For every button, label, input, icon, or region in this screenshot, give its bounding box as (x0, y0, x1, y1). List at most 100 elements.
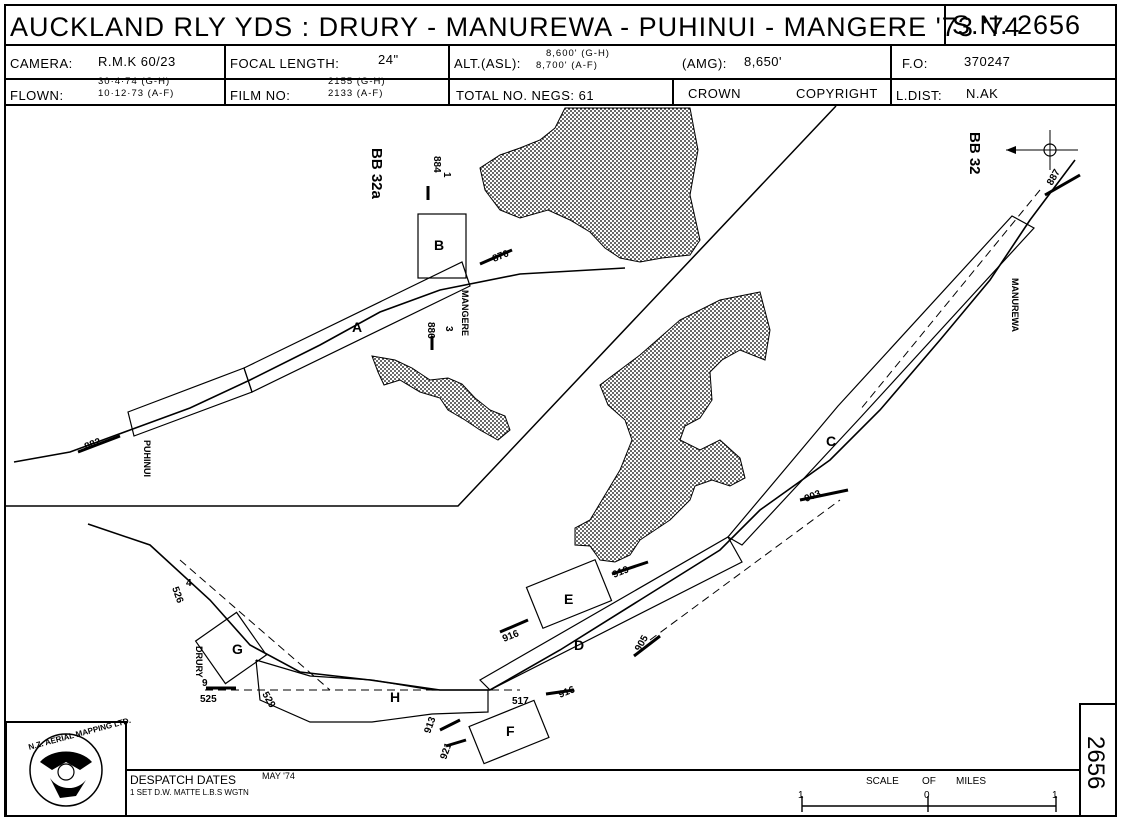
camera-value: R.M.K 60/23 (98, 54, 176, 69)
fo-label: F.O: (902, 56, 928, 71)
run-label-f: F (506, 723, 515, 739)
header-rule-1 (6, 44, 1116, 46)
place-mangere: MANGERE (460, 290, 470, 336)
scale-miles-label: MILES (956, 776, 986, 787)
inset-boundary (6, 105, 837, 507)
north-arrow-icon (1006, 130, 1078, 170)
photo-no-4: 4 (186, 578, 192, 589)
water-area-south (574, 291, 771, 563)
flown-label: FLOWN: (10, 88, 64, 103)
amg-label: (AMG): (682, 56, 727, 71)
photo-frame-f (468, 699, 550, 765)
header-rule-3 (6, 104, 1116, 106)
scale-tick-1a: 1 (798, 790, 804, 801)
railway-line-main (87, 159, 1076, 691)
run-label-g: G (232, 641, 243, 657)
despatch-line2: 1 SET D.W. MATTE L.B.S WGTN (130, 788, 249, 797)
photo-frame-c (727, 215, 1035, 546)
water-area-north (479, 107, 701, 263)
flight-line-c (859, 189, 1041, 411)
scale-of-label: OF (922, 776, 936, 787)
focal-value: 24" (378, 52, 399, 67)
col-divider-1 (224, 44, 226, 106)
run-label-c: C (826, 433, 836, 449)
photo-no-9: 9 (202, 678, 208, 689)
photo-no-903: 903 (803, 488, 823, 505)
flown-value-1: 30·4·74 (G-H) (98, 76, 171, 87)
scale-tick-1b: 1 (1052, 790, 1058, 801)
photo-no-916b: 916 (557, 684, 577, 701)
header-block: AUCKLAND RLY YDS : DRURY - MANUREWA - PU… (6, 6, 1116, 106)
photo-frame-a1 (127, 367, 253, 437)
photo-frame-e (525, 558, 613, 630)
col-divider-2 (448, 44, 450, 106)
photo-no-886: 886 (425, 322, 436, 339)
copyright-label: COPYRIGHT (796, 86, 878, 101)
photo-numbers: 884 1 870 886 3 882 887 903 919 916 905 … (83, 156, 1063, 761)
fo-value: 370247 (964, 54, 1011, 69)
photo-no-884: 884 (431, 156, 442, 173)
flown-value-2: 10·12·73 (A-F) (98, 88, 175, 99)
camera-label: CAMERA: (10, 56, 73, 71)
col-divider-4 (890, 44, 892, 106)
photo-frame-d (479, 536, 743, 691)
photo-frame-a2 (243, 261, 471, 393)
railway-line-inset (13, 267, 626, 463)
focal-label: FOCAL LENGTH: (230, 56, 340, 71)
flight-line-g (179, 559, 331, 691)
despatch-label: DESPATCH DATES (130, 773, 236, 787)
map-frame (4, 4, 1117, 817)
run-label-d: D (574, 637, 584, 653)
sheet-ref-left: BB 32a (368, 148, 385, 200)
run-label-b: B (434, 237, 444, 253)
flight-line-d (649, 499, 841, 641)
map-title: AUCKLAND RLY YDS : DRURY - MANUREWA - PU… (10, 12, 1021, 42)
photo-no-3: 3 (443, 326, 454, 332)
photo-frame-g (194, 611, 268, 685)
sheet-number: 2656 (1082, 736, 1109, 789)
photo-no-913: 913 (422, 715, 438, 735)
alt-value-2: 8,700' (A-F) (536, 60, 598, 71)
place-puhinui: PUHINUI (142, 440, 152, 477)
total-negs: TOTAL NO. NEGS: 61 (456, 88, 595, 103)
sheet-refs: BB 32a BB 32 (368, 132, 983, 200)
photo-no-517: 517 (512, 696, 529, 707)
alt-label: ALT.(ASL): (454, 56, 521, 71)
run-label-h: H (390, 689, 400, 705)
scale-tick-0: 0 (924, 790, 930, 801)
sortie-number: S.N. 2656 (952, 10, 1082, 40)
sn-divider (944, 6, 946, 46)
place-drury: DRURY (194, 646, 204, 678)
despatch-date: MAY '74 (262, 771, 295, 781)
film-value-1: 2155 (G-H) (328, 76, 386, 87)
photo-no-919: 919 (611, 564, 631, 581)
film-value-2: 2133 (A-F) (328, 88, 384, 99)
scale-bar (801, 796, 1057, 812)
scale-label: SCALE (866, 776, 899, 787)
photo-no-1: 1 (441, 172, 452, 178)
water-area-inlet (371, 355, 511, 441)
run-label-a: A (352, 319, 362, 335)
alt-value-1: 8,600' (G-H) (546, 48, 610, 59)
amg-value: 8,650' (744, 54, 783, 69)
ldist-label: L.DIST: (896, 88, 943, 103)
company-logo: N.Z. AERIAL MAPPING LTD. (5, 716, 132, 817)
photo-no-905: 905 (633, 633, 651, 653)
photo-no-525: 525 (200, 694, 217, 705)
col-divider-3 (672, 78, 674, 106)
photo-no-529: 529 (259, 690, 277, 710)
photo-no-882: 882 (83, 436, 103, 453)
crown-label: CROWN (688, 86, 742, 101)
photo-no-526: 526 (169, 585, 185, 605)
ldist-value: N.AK (966, 86, 999, 101)
photo-frame-b (417, 213, 467, 279)
run-letters: A B C D E F G H (232, 237, 836, 739)
photo-frame-h (255, 659, 489, 723)
sheet-ref-right: BB 32 (966, 132, 983, 175)
header-rule-2 (6, 78, 1116, 80)
run-label-e: E (564, 591, 573, 607)
index-ticks (77, 173, 1081, 748)
place-manurewa: MANUREWA (1010, 278, 1020, 332)
scale-text: SCALE OF MILES 1 0 1 (798, 776, 1058, 801)
